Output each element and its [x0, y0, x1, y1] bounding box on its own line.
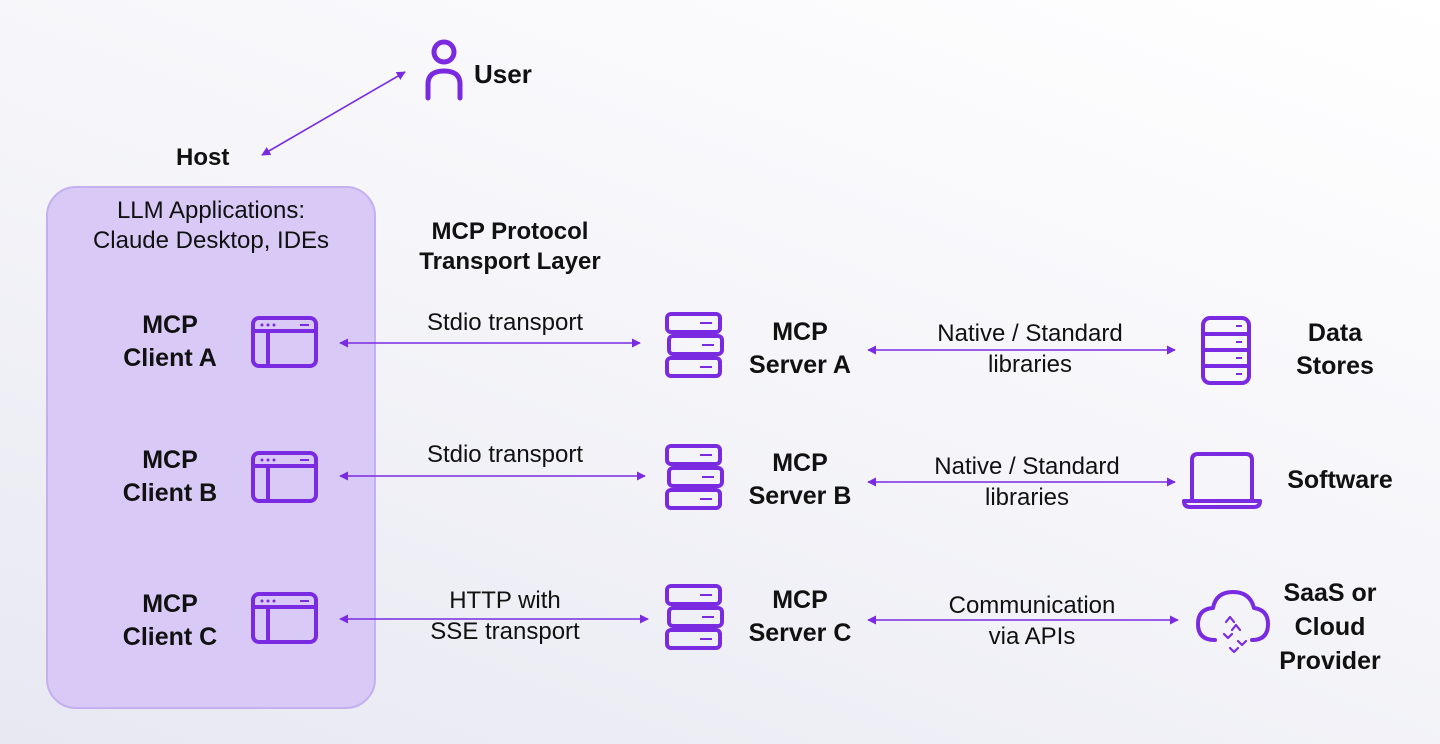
resource-label-software: Software	[1287, 466, 1393, 494]
resource-label-cloud: SaaS or Cloud Provider	[1279, 579, 1381, 675]
host-app-title: LLM Applications: Claude Desktop, IDEs	[92, 197, 330, 254]
link-label-a: Native / Standard libraries	[937, 320, 1123, 379]
client-label-a: MCP Client A	[123, 311, 217, 372]
server-label-c: MCP Server C	[748, 586, 852, 647]
cloud-icon	[1196, 590, 1270, 654]
host-label: Host	[176, 144, 230, 171]
laptop-icon	[1182, 452, 1262, 509]
resource-label-data-stores: Data Stores	[1296, 319, 1374, 380]
user-label: User	[474, 59, 532, 89]
window-icon	[251, 316, 318, 368]
link-label-b: Native / Standard libraries	[934, 453, 1120, 512]
database-icon	[1201, 316, 1251, 385]
client-label-c: MCP Client C	[122, 590, 218, 651]
link-label-c: Communication via APIs	[948, 592, 1116, 651]
server-label-a: MCP Server A	[749, 318, 851, 379]
window-icon	[251, 592, 318, 644]
window-icon	[251, 451, 318, 503]
transport-label-b: Stdio transport	[426, 441, 584, 468]
transport-label-c: HTTP with SSE transport	[430, 587, 580, 646]
client-label-b: MCP Client B	[122, 446, 218, 507]
server-stack-icon	[665, 584, 724, 650]
host-container	[46, 186, 376, 709]
host-user-arrow	[261, 71, 406, 156]
server-label-b: MCP Server B	[748, 449, 852, 510]
protocol-label: MCP Protocol Transport Layer	[419, 218, 601, 275]
server-stack-icon	[665, 312, 724, 378]
transport-label-a: Stdio transport	[426, 309, 584, 336]
server-stack-icon	[665, 444, 724, 510]
user-icon	[425, 39, 463, 101]
